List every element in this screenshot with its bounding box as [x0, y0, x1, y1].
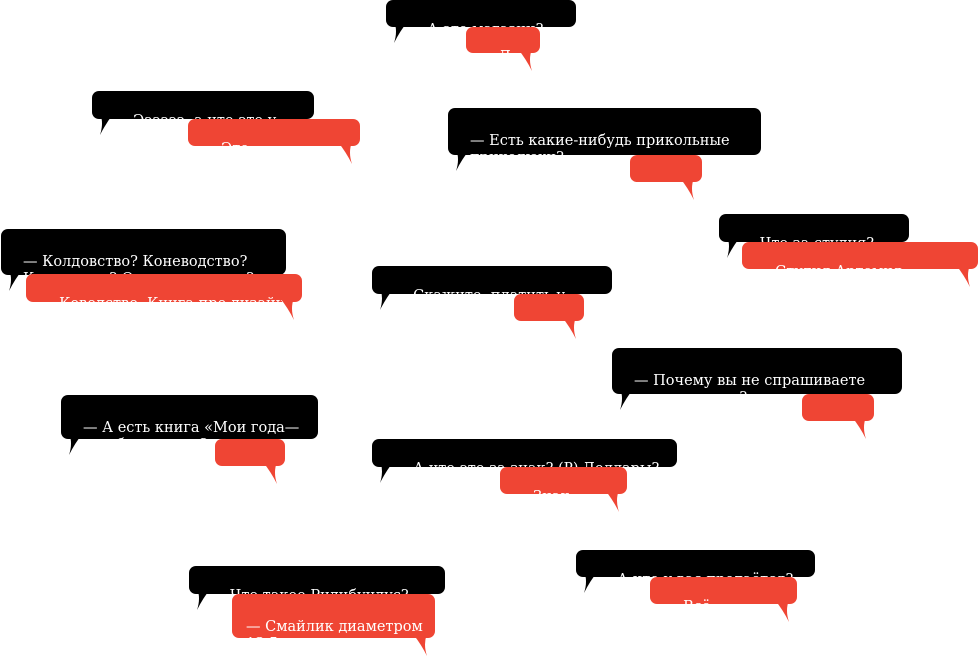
question-bubble: — Что за студия? — [719, 214, 909, 258]
question-bubble: — А это магазин? — [386, 0, 576, 43]
question-bubble: — Есть какие-нибудь прикольные приколюхи… — [448, 108, 761, 171]
question-bubble: — Скажите, платить у вас? — [372, 266, 612, 321]
answer-tail — [771, 600, 791, 624]
answer-bubble: — Да — [466, 27, 540, 71]
answer-text: — Знак рубля. — [514, 489, 570, 522]
answer-text: — Ководство. Книга про дизайн. — [40, 296, 290, 312]
answer-text: — Нет. — [229, 461, 263, 494]
question-bubble: — А что это за знак? (₽) Доллары? — [372, 439, 677, 483]
question-bubble: — А что у вас продаётся? — [576, 550, 815, 593]
answer-bubble: — Всё продаётся. — [650, 577, 797, 632]
answer-tail — [601, 490, 621, 514]
answer-text: — Есть. — [644, 177, 684, 210]
answer-bubble: — Нет. — [215, 439, 285, 494]
answer-tail — [334, 142, 354, 166]
answer-text: — Да — [480, 49, 520, 65]
question-bubble: — Что такое Ридибундус? — [189, 566, 445, 610]
question-bubble: — Почему вы не спрашиваете как моя жена? — [612, 348, 902, 410]
answer-bubble: — Смайлик диаметром 13,5 сантиметров. — [232, 594, 435, 656]
question-text: — Почему вы не спрашиваете как моя жена? — [634, 373, 866, 406]
answer-bubble: — Да. — [514, 294, 584, 349]
answer-bubble: — Ководство. Книга про дизайн. — [26, 274, 302, 320]
answer-tail — [409, 634, 429, 658]
answer-bubble: — О_о? — [802, 394, 874, 449]
answer-text: — Всё продаётся. — [664, 599, 748, 632]
question-text: — Есть какие-нибудь прикольные приколюхи… — [470, 133, 730, 166]
answer-tail — [558, 317, 578, 341]
answer-bubble: — Есть. — [630, 155, 702, 210]
question-bubble: — Ээээээ, а что это у вас? — [92, 91, 314, 146]
question-bubble: — А есть книга «Мои года— мое богатство»… — [61, 395, 318, 455]
question-text: — А есть книга «Мои года— мое богатство»… — [83, 420, 300, 453]
question-bubble: — Колдовство? Коневодство? Ково...что..?… — [1, 229, 286, 291]
answer-bubble: — Это Ридибундус. — [188, 119, 360, 174]
answer-text: — Это Ридибундус. — [202, 141, 298, 174]
answer-text: — Да. — [528, 316, 554, 349]
answer-bubble: — Знак рубля. — [500, 467, 627, 522]
answer-text: — Смайлик диаметром 13,5 сантиметров. — [246, 619, 423, 652]
answer-text: — Студия Артемия Лебедева. — [756, 264, 903, 297]
answer-bubble: — Студия Артемия Лебедева. — [742, 242, 978, 297]
answer-tail — [952, 265, 972, 289]
answer-text: — О_о? — [816, 416, 852, 449]
